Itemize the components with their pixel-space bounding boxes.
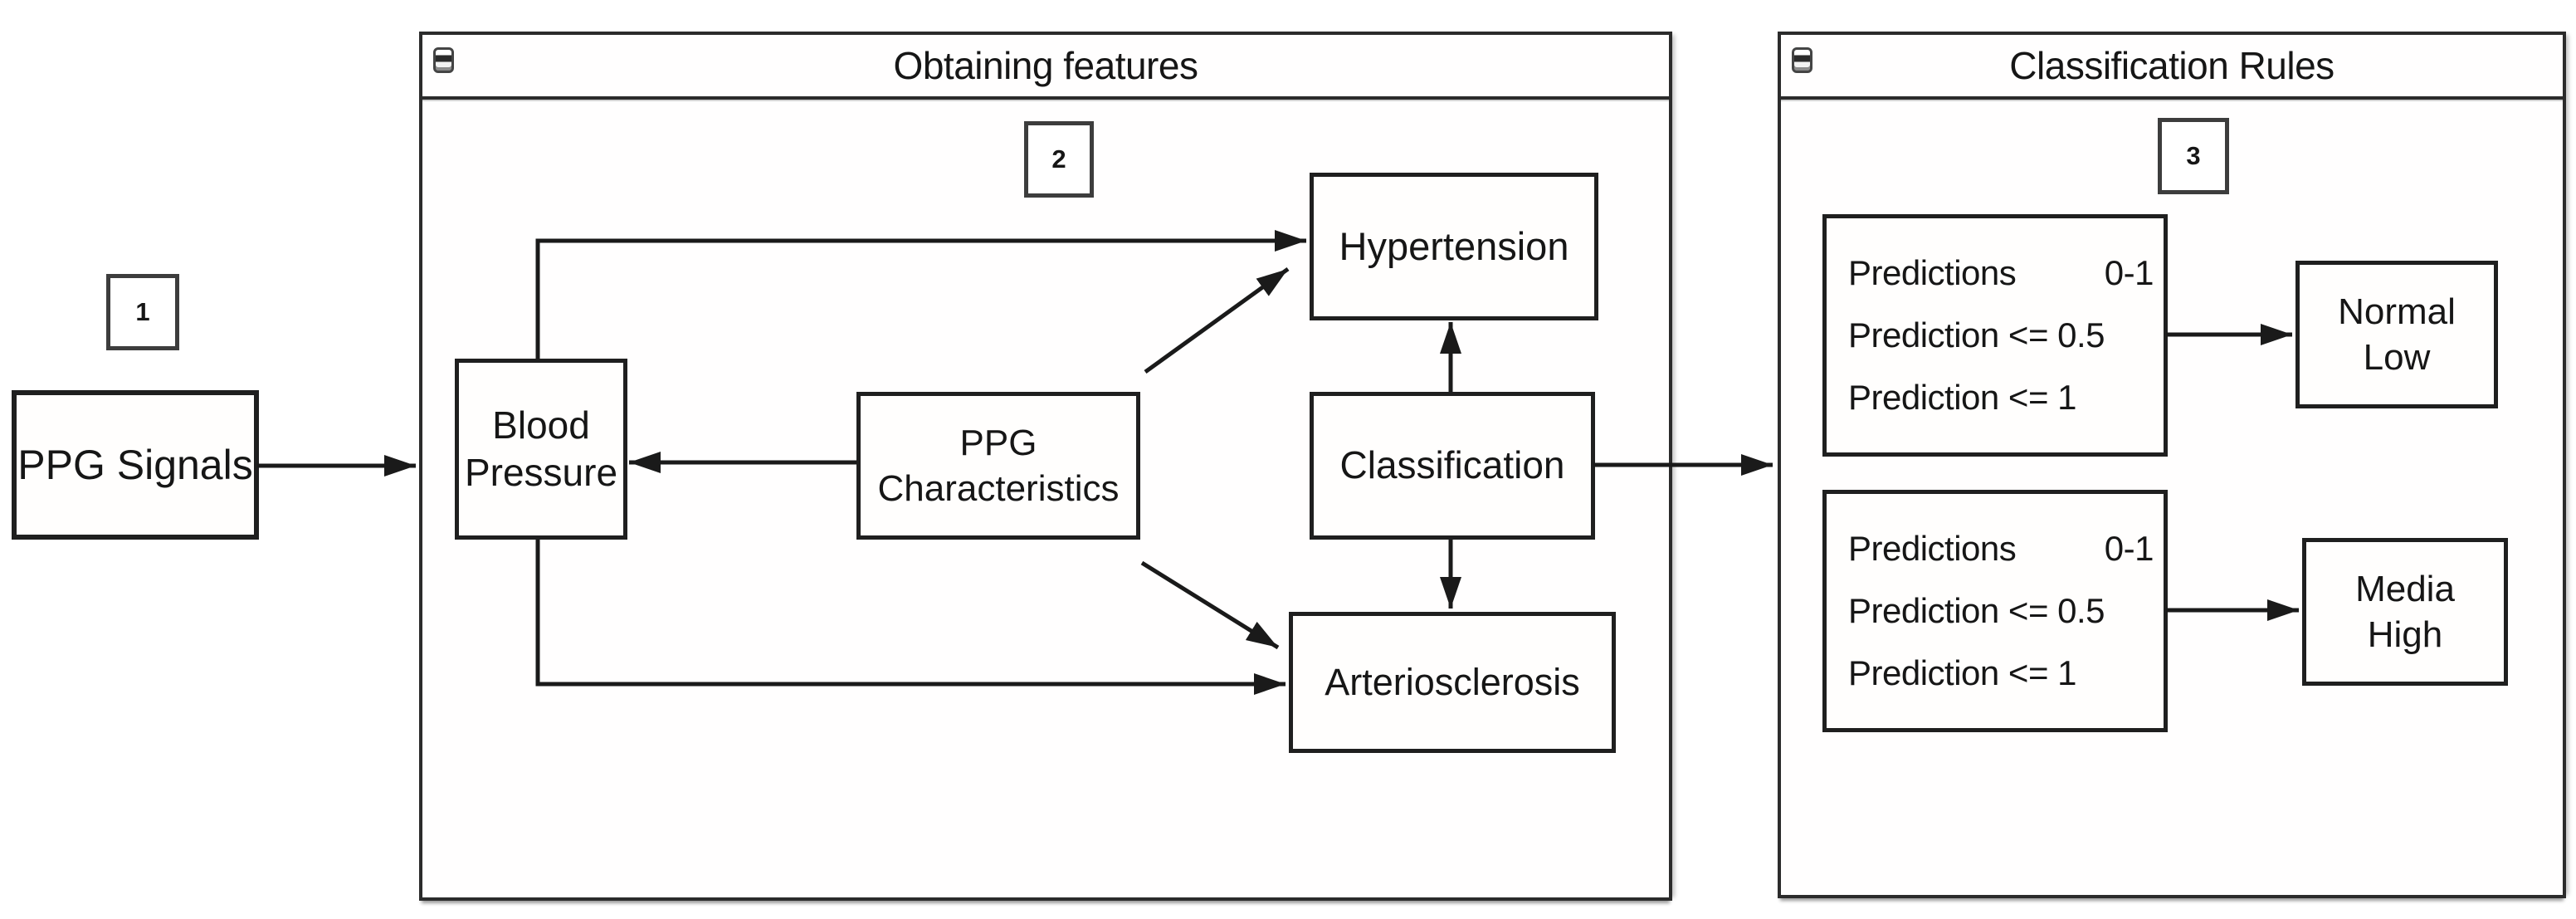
node-arteriosclerosis-label: Arteriosclerosis: [1325, 660, 1580, 703]
node-normal-low-line2: Low: [2363, 337, 2431, 378]
node-hypertension: Hypertension: [1310, 173, 1598, 320]
node-media-high: Media High: [2302, 538, 2508, 686]
node-classification-label: Classification: [1339, 443, 1565, 487]
node-classification: Classification: [1310, 392, 1595, 540]
node-ppg-characteristics: PPG Characteristics: [856, 392, 1140, 540]
window-menu-icon[interactable]: [433, 47, 454, 73]
panel-obtaining-features-title: Obtaining features: [893, 44, 1198, 87]
step-badge-3-label: 3: [2186, 141, 2201, 170]
panel-classification-rules-title: Classification Rules: [2009, 44, 2334, 87]
node-normal-low-line1: Normal: [2338, 291, 2456, 332]
node-ppg-signals: PPG Signals: [12, 390, 259, 540]
rule-box-2-row3: Prediction <= 1: [1848, 653, 2077, 692]
node-media-high-line1: Media: [2355, 569, 2455, 609]
step-badge-3: 3: [2158, 118, 2229, 194]
window-menu-icon[interactable]: [1792, 47, 1812, 73]
node-hypertension-label: Hypertension: [1339, 223, 1569, 268]
rule-box-1-row2: Prediction <= 0.5: [1848, 315, 2105, 354]
node-media-high-line2: High: [2367, 614, 2443, 655]
rule-box-2-row1: Predictions 0-1: [1848, 529, 2154, 569]
rule-box-2-row1-right: 0-1: [2104, 529, 2154, 568]
step-badge-2-label: 2: [1051, 144, 1066, 174]
node-ppg-characteristics-label: PPG Characteristics: [877, 423, 1120, 509]
rule-box-1-row3: Prediction <= 1: [1848, 378, 2077, 417]
rule-box-2: Predictions 0-1 Prediction <= 0.5 Predic…: [1822, 490, 2168, 732]
rule-box-1-row1-left: Predictions: [1848, 253, 2017, 292]
rule-box-1-row1-right: 0-1: [2104, 253, 2154, 292]
panel-classification-rules-titlebar: Classification Rules: [1781, 35, 2563, 100]
step-badge-1-label: 1: [135, 297, 150, 326]
rule-box-2-row1-left: Predictions: [1848, 529, 2017, 568]
panel-obtaining-features-titlebar: Obtaining features: [422, 35, 1669, 100]
node-normal-low: Normal Low: [2295, 261, 2498, 408]
node-arteriosclerosis: Arteriosclerosis: [1289, 612, 1616, 753]
rule-box-2-row2: Prediction <= 0.5: [1848, 591, 2105, 630]
node-ppg-signals-label: PPG Signals: [17, 441, 253, 488]
rule-box-1: Predictions 0-1 Prediction <= 0.5 Predic…: [1822, 214, 2168, 457]
node-blood-pressure: Blood Pressure: [455, 359, 627, 540]
node-blood-pressure-label: Blood Pressure: [464, 403, 618, 495]
step-badge-2: 2: [1024, 121, 1094, 198]
step-badge-1: 1: [106, 274, 179, 350]
rule-box-1-row1: Predictions 0-1: [1848, 253, 2154, 293]
